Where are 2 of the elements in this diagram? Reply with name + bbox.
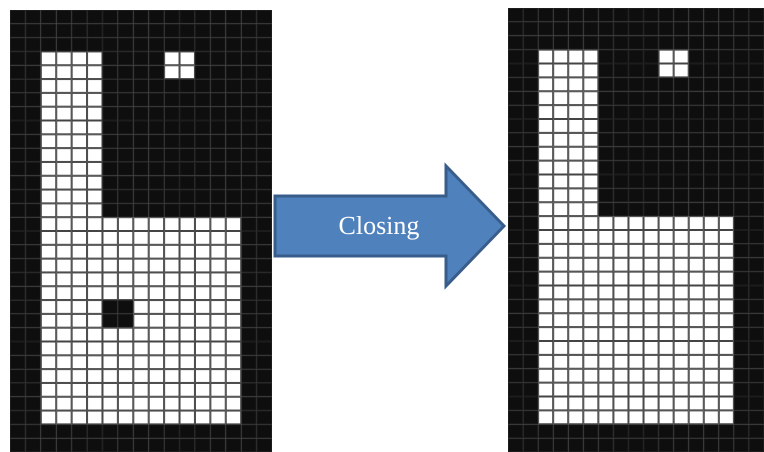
block-arrow (274, 162, 506, 290)
edge-label: Closing (338, 211, 420, 241)
